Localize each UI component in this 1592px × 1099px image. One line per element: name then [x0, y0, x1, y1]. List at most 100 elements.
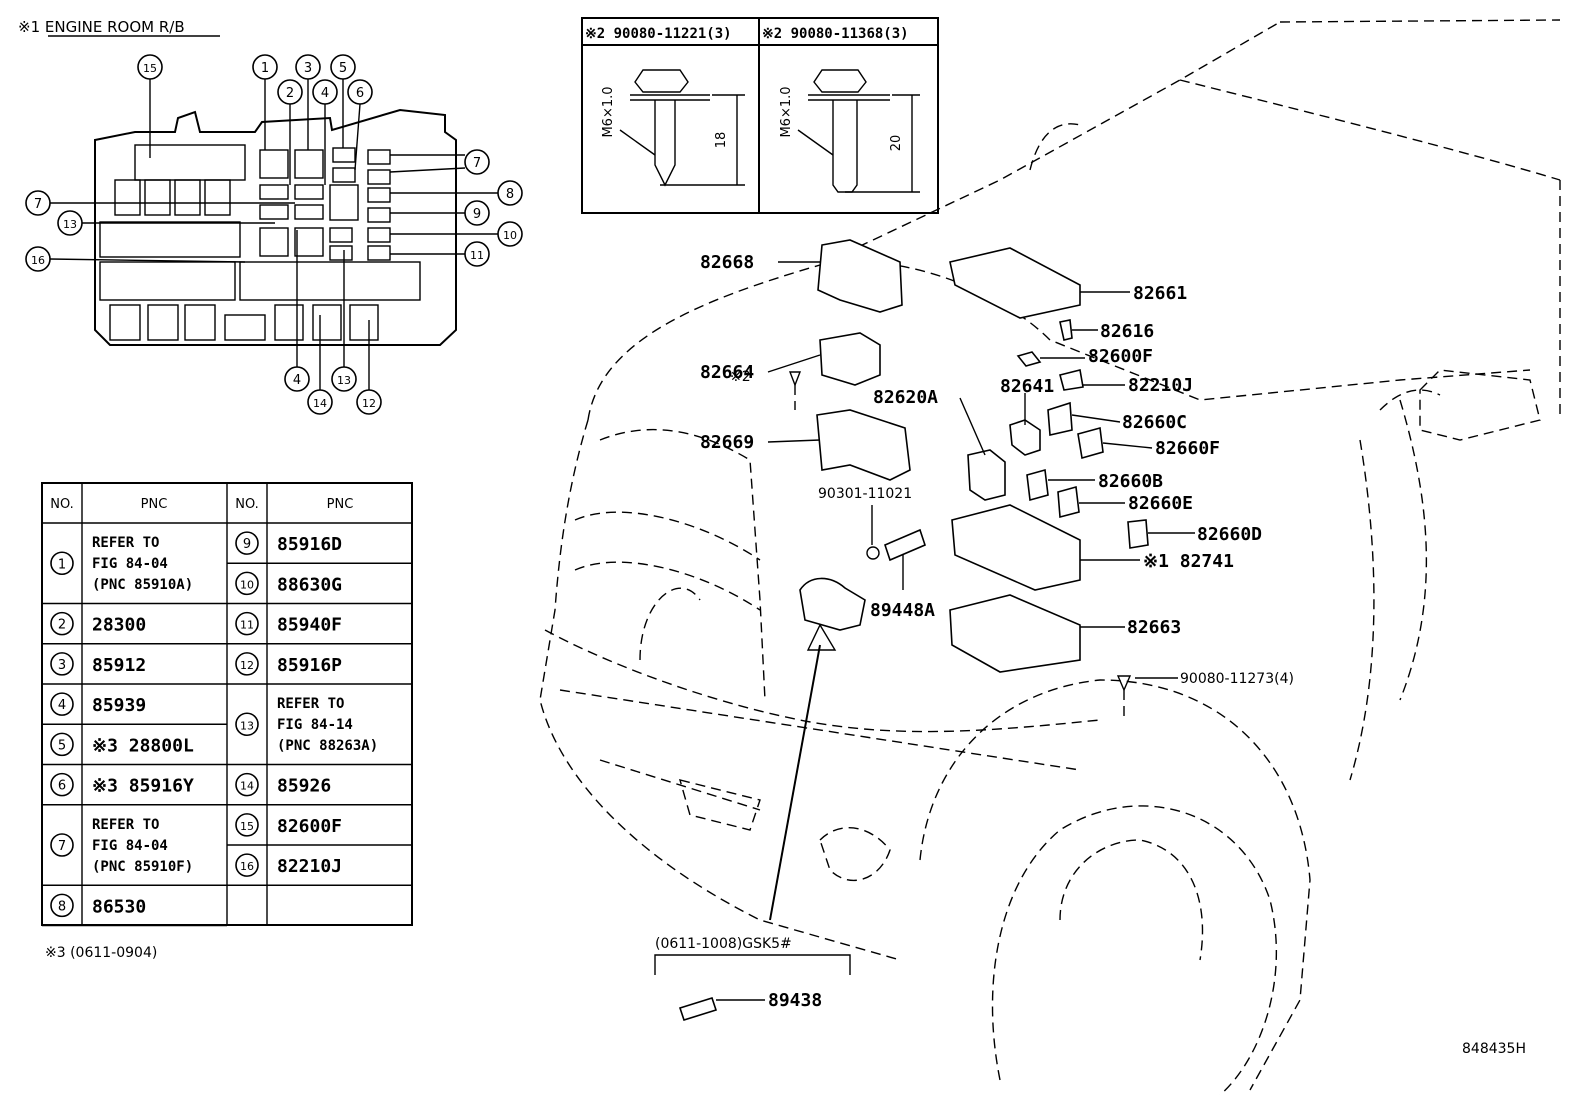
table-row-left-3: 3 85912: [42, 652, 227, 685]
label-82210J: 82210J: [1128, 375, 1193, 396]
svg-text:13: 13: [63, 218, 77, 231]
bolt-1-length: 18: [714, 132, 729, 149]
row-number-circle: [50, 611, 74, 636]
inset-title: ※1 ENGINE ROOM R/B: [18, 18, 185, 36]
col-header-no-1: NO.: [50, 497, 74, 512]
label-82669: 82669: [700, 432, 754, 453]
bolt-detail-boxes: ※2 90080-11221(3) ※2 90080-11368(3) 18 M…: [581, 17, 939, 214]
row-number-circle: [50, 652, 74, 676]
row-number: 1: [58, 557, 66, 572]
row-number-circle: [235, 571, 259, 596]
row-pnc-line: REFER TO: [277, 696, 344, 712]
row-pnc: 85940F: [277, 615, 342, 636]
row-number-circle: [50, 551, 74, 576]
label-82641: 82641: [1000, 376, 1054, 397]
svg-text:2: 2: [286, 86, 294, 101]
svg-text:8: 8: [506, 187, 514, 202]
bolt-2-header: ※2 90080-11368(3): [762, 26, 909, 42]
row-pnc: 86530: [92, 896, 146, 917]
callout-7-right: 7: [389, 149, 490, 175]
relay-block-drawing: [94, 108, 457, 346]
label-82620A: 82620A: [873, 387, 938, 408]
label-82660E: 82660E: [1128, 493, 1193, 514]
truck-outline: [539, 19, 1561, 1096]
row-pnc-line: FIG 84-04: [92, 556, 168, 572]
callout-5: 5: [330, 54, 356, 148]
row-number-circle: [235, 772, 259, 797]
callout-16: 16: [25, 246, 246, 272]
label-82668: 82668: [700, 252, 754, 273]
footnote: ※3 (0611-0904): [45, 945, 157, 961]
row-pnc: 82600F: [277, 816, 342, 837]
row-pnc-line: FIG 84-04: [92, 838, 168, 854]
table-row-left-6: 6※3 85916Y: [42, 772, 227, 806]
row-number-circle: [50, 833, 74, 857]
row-number: 15: [240, 820, 254, 833]
table-row-left-5: 5※3 28800L: [42, 732, 227, 766]
row-number-circle: [50, 772, 74, 797]
label-82660D: 82660D: [1197, 524, 1262, 545]
svg-text:7: 7: [473, 156, 481, 171]
row-pnc: 28300: [92, 615, 146, 636]
row-number: 8: [58, 899, 66, 914]
callout-4-top: 4: [312, 79, 338, 185]
row-number-circle: [50, 692, 74, 716]
row-pnc: 85916P: [277, 655, 342, 676]
row-number: 3: [58, 658, 66, 673]
svg-text:15: 15: [143, 62, 157, 75]
callout-2: 2: [277, 79, 303, 185]
table-row-left-8: 8 86530: [42, 893, 227, 927]
svg-text:13: 13: [337, 374, 351, 387]
row-pnc-line: (PNC 85910A): [92, 577, 193, 593]
callout-9: 9: [390, 200, 490, 226]
svg-text:14: 14: [313, 397, 327, 410]
label-82616: 82616: [1100, 321, 1154, 342]
row-number: 4: [58, 698, 66, 713]
label-90080-11273: 90080-11273(4): [1180, 671, 1294, 687]
col-header-pnc-1: PNC: [141, 497, 168, 512]
table-row-right-16: 16 82210J: [227, 853, 412, 886]
callout-8: 8: [390, 180, 523, 206]
part-shapes: [654, 239, 1149, 1021]
callout-10: 10: [390, 221, 523, 247]
label-89448A: 89448A: [870, 600, 935, 621]
svg-text:12: 12: [362, 397, 376, 410]
label-82663: 82663: [1127, 617, 1181, 638]
svg-text:3: 3: [304, 61, 312, 76]
row-number-circle: [50, 893, 74, 918]
callout-markers: 1 2 3 4 5 6 7 7 8 9 10 11 12 13 13 14 15…: [25, 54, 523, 415]
svg-text:5: 5: [339, 61, 347, 76]
svg-text:6: 6: [356, 86, 364, 101]
row-number: 10: [240, 578, 254, 591]
label-82741: ※1 82741: [1143, 551, 1234, 572]
svg-text:16: 16: [31, 254, 45, 267]
callout-1: 1: [252, 54, 278, 150]
row-number: 12: [240, 659, 254, 672]
row-number: 9: [243, 537, 251, 552]
row-number: 16: [240, 860, 254, 873]
row-pnc: 85912: [92, 655, 146, 676]
row-pnc-line: (PNC 85910F): [92, 859, 193, 875]
callout-3: 3: [295, 54, 321, 150]
bolt-2-size: M6×1.0: [779, 86, 794, 137]
svg-text:4: 4: [321, 86, 329, 101]
row-number-circle: [235, 813, 259, 837]
label-gsk: (0611-1008)GSK5#: [655, 936, 792, 952]
label-90301-11021: 90301-11021: [818, 486, 912, 502]
bolt-1-header: ※2 90080-11221(3): [585, 26, 732, 42]
label-89438: 89438: [768, 990, 822, 1011]
row-number: 6: [58, 779, 66, 794]
row-number: 13: [240, 719, 254, 732]
row-number: 5: [58, 738, 66, 753]
callout-4-bottom: 4: [284, 230, 310, 392]
row-pnc-line: FIG 84-14: [277, 717, 353, 733]
row-pnc: 82210J: [277, 856, 342, 877]
label-82600F: 82600F: [1088, 346, 1153, 367]
row-number-circle: [235, 531, 259, 555]
